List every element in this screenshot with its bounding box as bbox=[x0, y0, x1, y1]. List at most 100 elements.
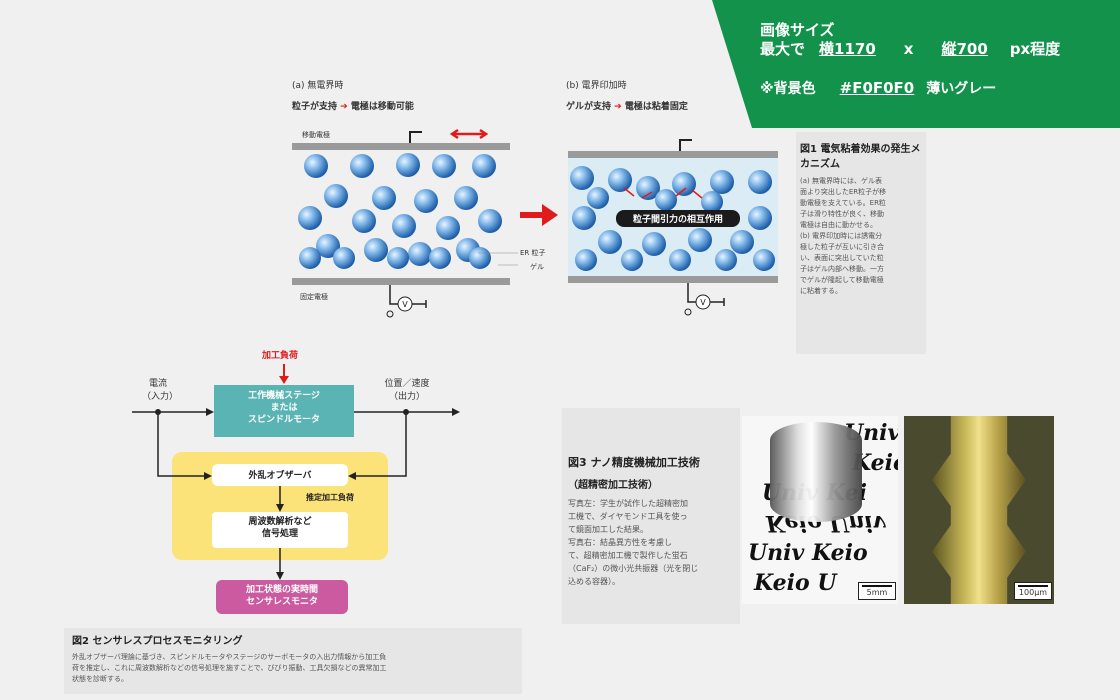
panel-a: V bbox=[292, 128, 510, 318]
fig1-body-line: 子は滑り特性が良く、移動 bbox=[800, 210, 884, 218]
banner-width: 横1170 bbox=[819, 40, 876, 58]
load-arrow-icon bbox=[279, 376, 289, 384]
terminal-icon bbox=[409, 131, 422, 143]
output-label: （出力） bbox=[388, 392, 425, 402]
fig2-body-line: 外乱オブザーバ理論に基づき、スピンドルモータやステージのサーボモータの入出力情報… bbox=[72, 653, 387, 661]
banner-line1: 画像サイズ bbox=[760, 21, 835, 39]
scale-bar-line bbox=[862, 585, 892, 587]
freq-line: 周波数解析など bbox=[248, 517, 312, 527]
moving-electrode-label: 移動電極 bbox=[302, 131, 330, 139]
fig2-body: 外乱オブザーバ理論に基づき、スピンドルモータやステージのサーボモータの入出力情報… bbox=[64, 647, 522, 685]
banner-bg-label: ※背景色 bbox=[760, 81, 816, 97]
photo-text-line: Keio U bbox=[754, 570, 837, 596]
load-label: 加工負荷 bbox=[262, 351, 299, 361]
monitor-line: 加工状態の実時間 bbox=[245, 585, 318, 595]
interaction-label: 粒子間引力の相互作用 bbox=[633, 213, 723, 225]
terminal-icon bbox=[679, 139, 692, 151]
photo-text-line: Univ Keio bbox=[748, 540, 868, 566]
fig1-body-line: 子はゲル内部へ移動。一方 bbox=[800, 265, 884, 273]
fig2-diagram bbox=[132, 364, 460, 614]
stage-box-label: 工作機械ステージ または スピンドルモータ bbox=[214, 390, 354, 426]
fig3-body-line: （CaF₂）の微小光共振器（光を閉じ bbox=[568, 564, 699, 573]
red-arrow-icon: ➔ bbox=[614, 102, 622, 112]
fig1-body: (a) 無電界時には、ゲル表 面より突出したER粒子が移 動電極を支えている。E… bbox=[796, 172, 926, 297]
fig1-body-line: い、表面に突出していた粒 bbox=[800, 254, 884, 262]
fig1-a-label: (a) 無電界時 bbox=[292, 81, 344, 91]
size-note-banner: 画像サイズ 最大で横1170 x 縦700 px程度 ※背景色 #F0F0F0 薄いグレー bbox=[712, 0, 1120, 128]
input-labels: 電流 （入力） bbox=[142, 376, 178, 402]
monitor-box bbox=[216, 580, 348, 614]
banner-height: 縦700 bbox=[941, 40, 988, 58]
fig1-diagram: V 粒子間引力の相互作用 V bbox=[292, 128, 778, 318]
er-particles-a bbox=[298, 153, 502, 269]
fixed-electrode-label: 固定電極 bbox=[300, 293, 328, 301]
fig3-body-line: て鏡面加工した結果。 bbox=[568, 525, 648, 534]
fig3-body-line: 写真右：結晶異方性を考慮し bbox=[568, 538, 672, 547]
er-particle-label: ER 粒子 bbox=[520, 249, 546, 257]
estimated-load-label: 推定加工負荷 bbox=[306, 493, 354, 502]
moving-electrode-plate bbox=[292, 143, 510, 150]
monitor-label: 加工状態の実時間 センサレスモニタ bbox=[216, 584, 348, 608]
fig1-b-result: 電極は粘着固定 bbox=[624, 102, 688, 112]
fig3-body-line: て、超精密加工機で製作した蛍石 bbox=[568, 551, 688, 560]
gel-label: ゲル bbox=[530, 263, 544, 271]
attraction-arrows bbox=[623, 187, 703, 199]
banner-line3: ※背景色 #F0F0F0 薄いグレー bbox=[760, 78, 996, 98]
fig2-caption-box: 図2 センサレスプロセスモニタリング 外乱オブザーバ理論に基づき、スピンドルモー… bbox=[64, 628, 522, 694]
freq-box bbox=[212, 512, 348, 548]
fig1-b-label: (b) 電界印加時 bbox=[566, 81, 627, 91]
interaction-badge bbox=[616, 210, 740, 227]
fig1-body-line: 極した粒子が互いに引き合 bbox=[800, 243, 884, 251]
fig3-title: 図3 ナノ精度機械加工技術 bbox=[568, 456, 700, 469]
stage-line: 工作機械ステージ bbox=[248, 391, 320, 401]
freq-line: 信号処理 bbox=[261, 529, 298, 539]
fig2-title: 図2 センサレスプロセスモニタリング bbox=[72, 636, 243, 647]
banner-times: x bbox=[903, 40, 914, 58]
fig1-body-line: (a) 無電界時には、ゲル表 bbox=[800, 177, 882, 185]
monitor-line: センサレスモニタ bbox=[245, 597, 318, 607]
fig3-body-line: 写真左：学生が試作した超精密加 bbox=[568, 499, 688, 508]
resonator-photo: 100μm bbox=[904, 416, 1054, 604]
mirror-photo: Univ Keio Univ Kei Keio Univ Univ Keio K… bbox=[742, 416, 898, 604]
fig2-body-line: 荷を推定し、これに周波数解析などの信号処理を施すことで、びびり振動、工具欠損など… bbox=[72, 664, 387, 672]
fig1-title: 図1 電気粘着効果の発生メカニズム bbox=[800, 144, 921, 170]
fig3-body: 写真左：学生が試作した超精密加 工機で、ダイヤモンド工具を使っ て鏡面加工した結… bbox=[562, 491, 740, 588]
output-labels: 位置／速度 （出力） bbox=[376, 376, 438, 402]
fig1-a-result: 電極は移動可能 bbox=[350, 102, 414, 112]
fixed-electrode-plate bbox=[568, 276, 778, 283]
fig1-body-line: でゲルが隆起して移動電極 bbox=[800, 276, 884, 284]
fig1-body-line: 電極は自由に動かせる。 bbox=[800, 221, 877, 229]
observer-box bbox=[212, 464, 348, 486]
red-arrow-icon: ➔ bbox=[340, 102, 348, 112]
fig1-b-caption-text: ゲルが支持 bbox=[566, 102, 612, 112]
current-label: 電流 bbox=[148, 379, 167, 389]
scale-bar-left: 5mm bbox=[858, 582, 896, 600]
stage-line: または bbox=[270, 403, 298, 413]
position-label: 位置／速度 bbox=[384, 379, 430, 389]
fig1-body-line: (b) 電界印加時には誘電分 bbox=[800, 232, 883, 240]
resonator-shape bbox=[932, 416, 1026, 604]
banner-bg-code: #F0F0F0 bbox=[839, 79, 915, 97]
banner-max-label: 最大で bbox=[760, 40, 806, 58]
er-particles-b bbox=[570, 166, 775, 271]
banner-bg-name: 薄いグレー bbox=[926, 81, 997, 97]
fig2-body-line: 状態を診断する。 bbox=[72, 675, 128, 683]
moving-electrode-plate bbox=[568, 151, 778, 158]
fig3-body-line: 工機で、ダイヤモンド工具を使っ bbox=[568, 512, 688, 521]
fig1-b-caption: ゲルが支持 ➔ 電極は粘着固定 bbox=[566, 99, 688, 112]
banner-px: px程度 bbox=[1009, 40, 1061, 58]
stage-line: スピンドルモータ bbox=[247, 415, 320, 425]
scale-bar-line bbox=[1018, 585, 1048, 587]
banner-line2: 最大で横1170 x 縦700 px程度 bbox=[760, 38, 1060, 59]
scale-left-label: 5mm bbox=[866, 588, 888, 597]
mirror-cylinder bbox=[770, 422, 862, 522]
fig1-a-caption-text: 粒子が支持 bbox=[292, 102, 338, 112]
fig1-a-caption: 粒子が支持 ➔ 電極は移動可能 bbox=[292, 99, 414, 112]
fig1-caption-box: 図1 電気粘着効果の発生メカニズム (a) 無電界時には、ゲル表 面より突出した… bbox=[796, 132, 926, 354]
voltage-symbol: V bbox=[402, 300, 408, 309]
transition-arrow-icon bbox=[520, 204, 558, 226]
observer-label: 外乱オブザーバ bbox=[248, 471, 312, 481]
freq-label: 周波数解析など 信号処理 bbox=[212, 516, 348, 540]
scale-bar-right: 100μm bbox=[1014, 582, 1052, 600]
fig1-body-line: 面より突出したER粒子が移 bbox=[800, 188, 887, 196]
